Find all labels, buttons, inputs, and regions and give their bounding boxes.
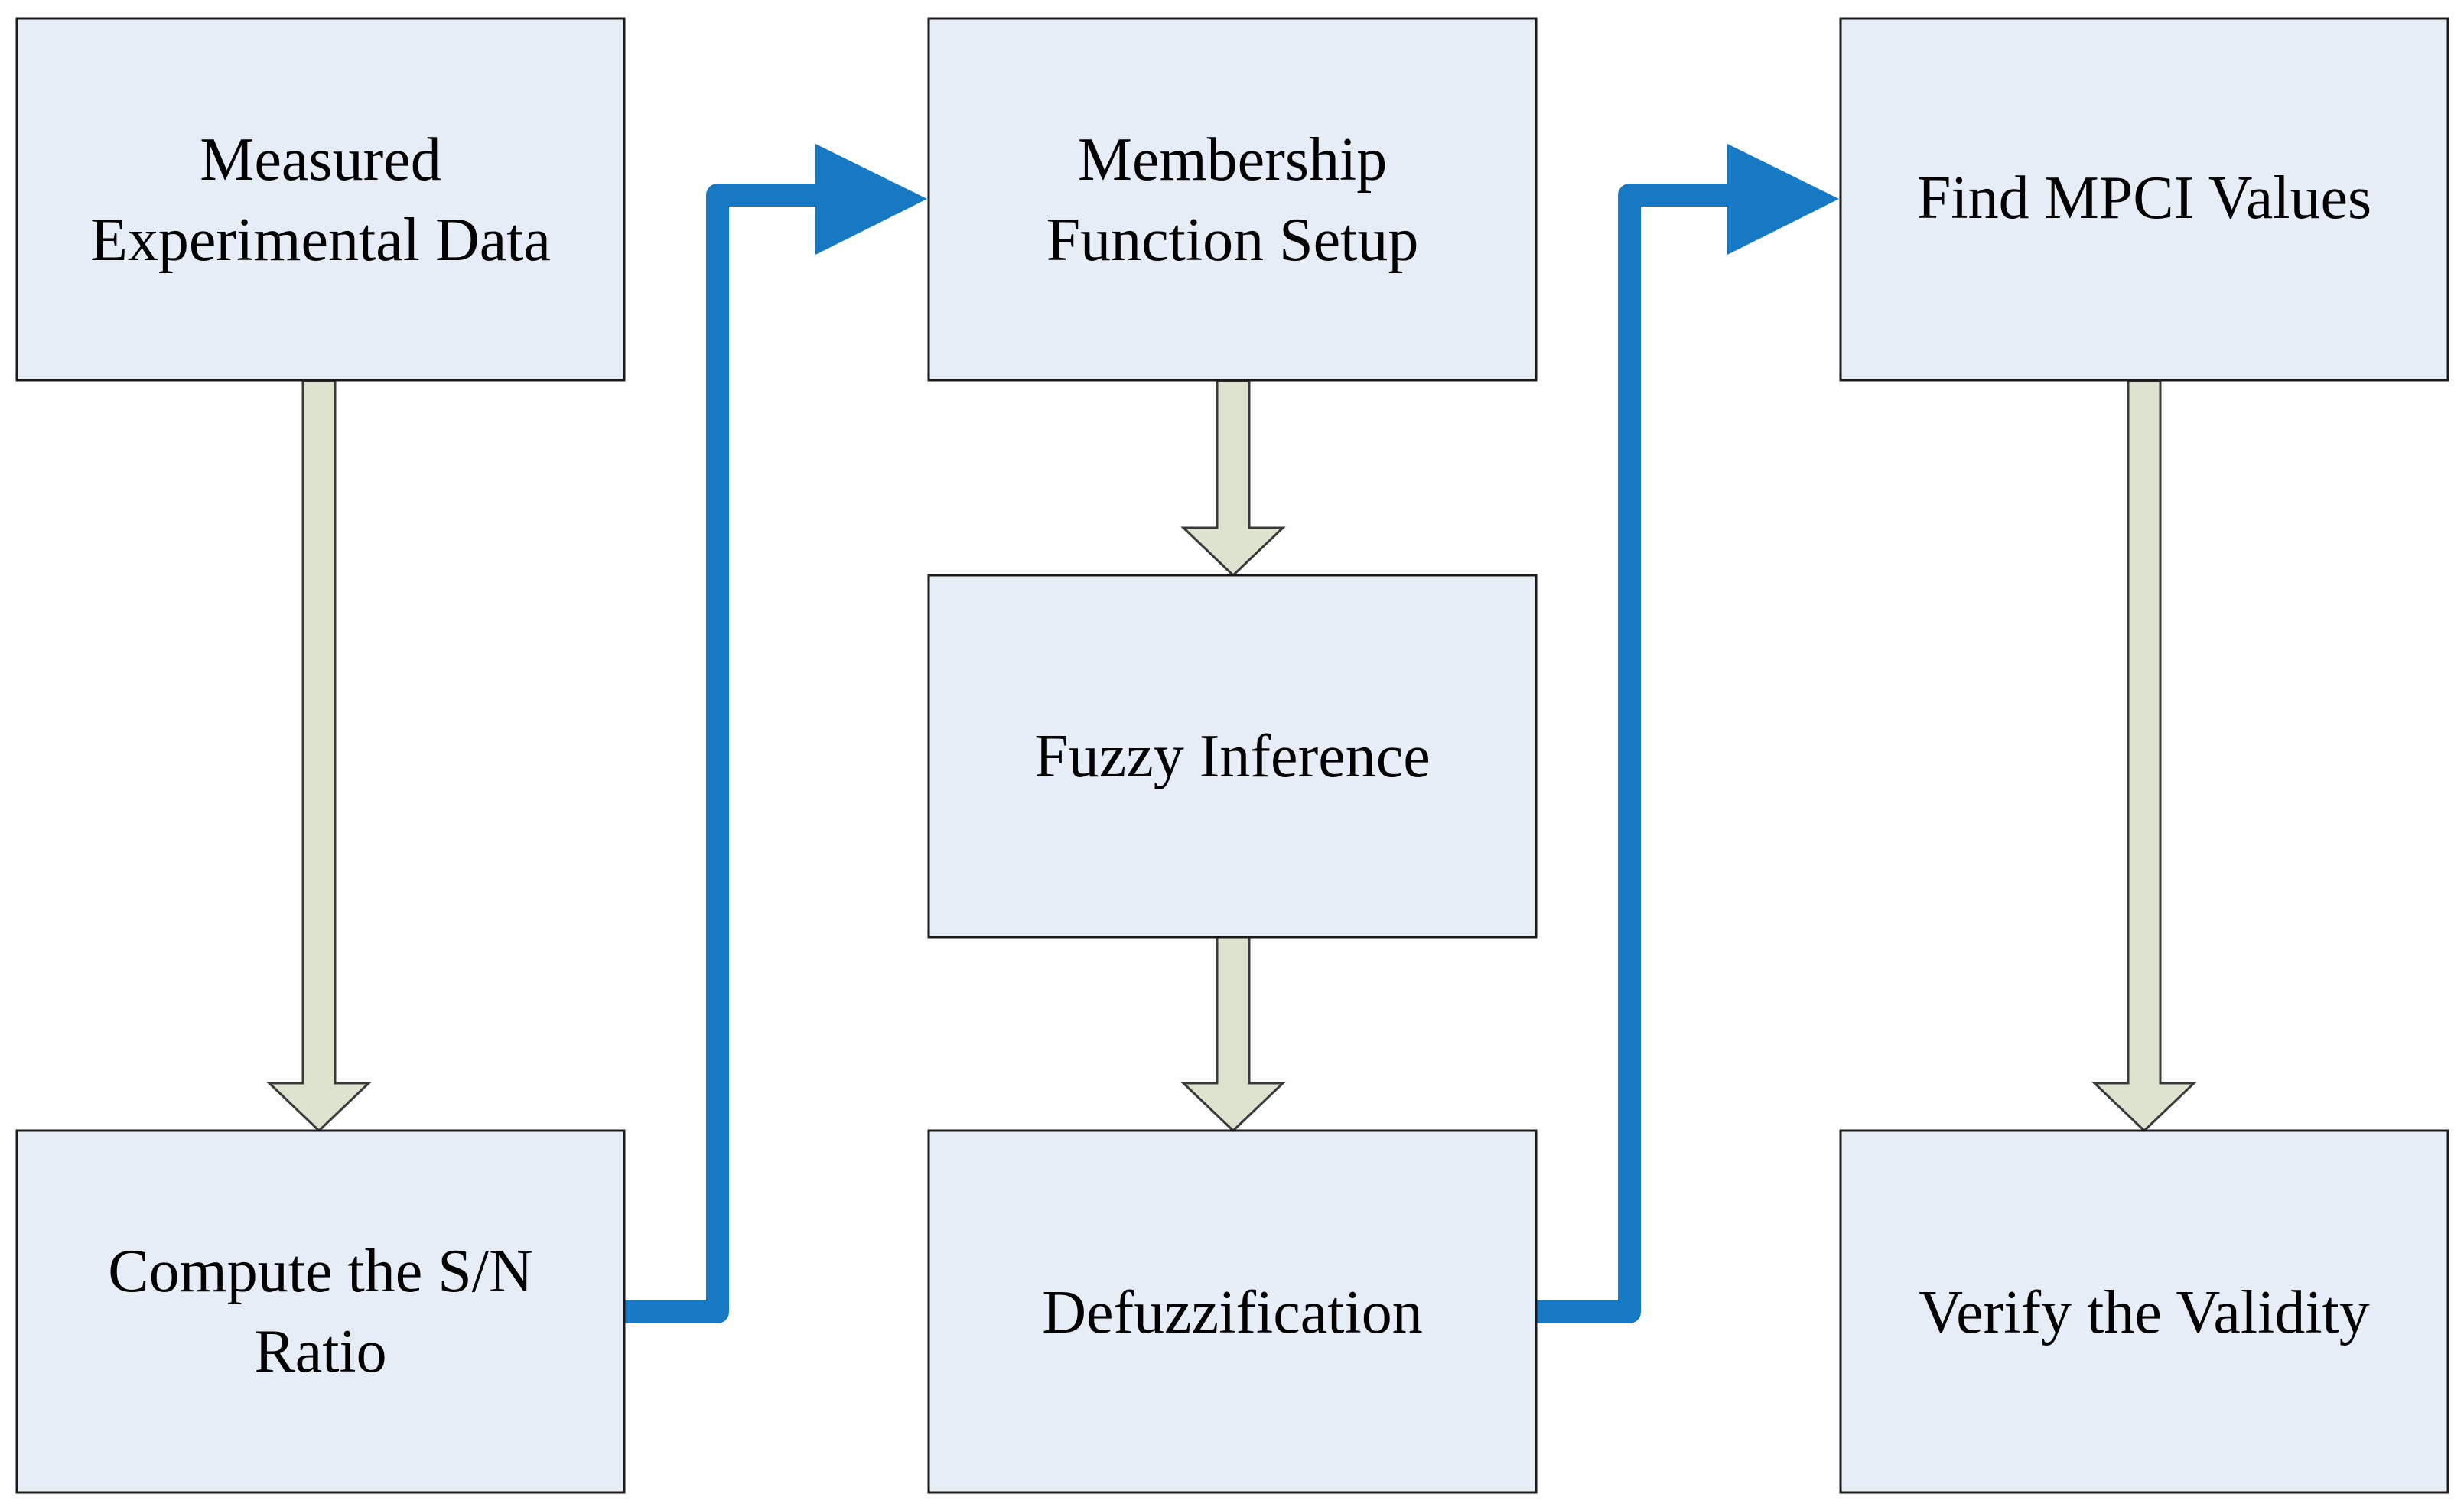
box-compute-line-1: Compute the S/N <box>108 1238 533 1305</box>
box-find-mpci-values: Find MPCI Values <box>1839 17 2449 382</box>
box-compute-line-2: Ratio <box>254 1318 386 1385</box>
box-fuzzy-line-1: Fuzzy Inference <box>1034 723 1430 790</box>
box-verify-validity: Verify the Validity <box>1839 1129 2449 1494</box>
box-mpci-line-1: Find MPCI Values <box>1917 164 2371 232</box>
box-measured-line-2: Experimental Data <box>90 207 551 274</box>
box-membership-function-setup: Membership Function Setup <box>927 17 1538 382</box>
box-compute-sn-ratio: Compute the S/N Ratio <box>15 1129 626 1494</box>
arrow-mpci-to-verify <box>2091 379 2197 1133</box>
box-defuzz-line-1: Defuzzification <box>1042 1279 1423 1346</box>
box-measured-line-1: Measured <box>200 126 441 194</box>
box-membership-line-1: Membership <box>1078 126 1387 194</box>
box-measured-experimental-data: Measured Experimental Data <box>15 17 626 382</box>
box-membership-line-2: Function Setup <box>1046 207 1419 274</box>
box-verify-line-1: Verify the Validity <box>1919 1279 2370 1346</box>
box-defuzzification: Defuzzification <box>927 1129 1538 1494</box>
flow-arrow-head-compute-to-membership <box>815 144 927 255</box>
flow-arrow-head-defuzz-to-mpci <box>1727 144 1839 255</box>
arrow-membership-to-fuzzy <box>1180 379 1286 578</box>
arrow-fuzzy-to-defuzz <box>1180 936 1286 1133</box>
arrow-measured-to-compute <box>266 379 372 1133</box>
flow-arrow-line-defuzz-to-mpci <box>1523 184 1742 1323</box>
flow-arrow-line-compute-to-membership <box>612 184 830 1323</box>
box-fuzzy-inference: Fuzzy Inference <box>927 574 1538 939</box>
